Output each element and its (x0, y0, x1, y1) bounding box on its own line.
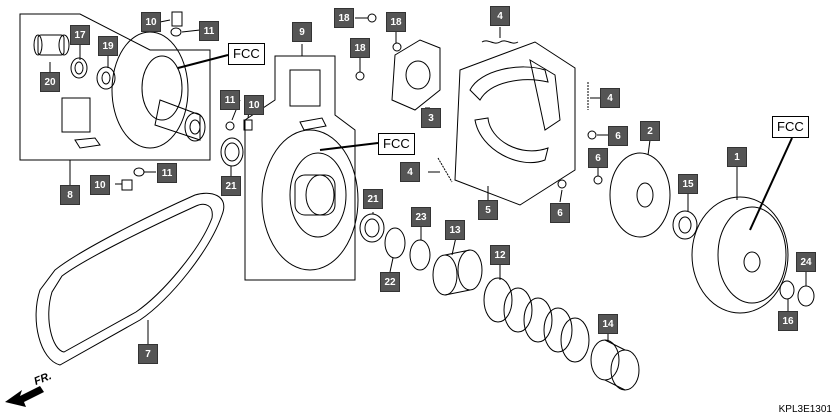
callout-6c: 6 (550, 203, 570, 223)
o-ring-right (359, 213, 385, 243)
washer-16 (779, 280, 795, 300)
callout-24: 24 (796, 252, 816, 272)
callout-15: 15 (678, 174, 698, 194)
nut-18b (392, 42, 402, 52)
callout-10a: 10 (141, 12, 161, 32)
group-outline-9 (244, 55, 356, 281)
collar-14 (590, 339, 640, 391)
nut-18a (367, 13, 377, 23)
driven-face (261, 129, 359, 271)
callout-10c: 10 (90, 175, 110, 195)
callout-22: 22 (380, 272, 400, 292)
movable-drive-face (111, 31, 206, 149)
grease-package-8 (61, 97, 91, 133)
ring-22 (384, 227, 406, 259)
callout-5: 5 (478, 200, 498, 220)
callout-13: 13 (445, 220, 465, 240)
callout-6b: 6 (588, 148, 608, 168)
o-ring-left (220, 137, 244, 167)
ball-bearing (96, 66, 116, 90)
drive-belt (35, 192, 225, 366)
callout-8: 8 (60, 185, 80, 205)
nut-6c (557, 179, 567, 189)
ring-23 (409, 239, 431, 271)
callout-6a: 6 (608, 126, 628, 146)
callout-11a: 11 (199, 21, 219, 41)
callout-19: 19 (98, 36, 118, 56)
drive-plate-2 (609, 152, 671, 238)
callout-11c: 11 (157, 163, 177, 183)
callout-17: 17 (70, 25, 90, 45)
clutch-shoe-upper (469, 66, 549, 101)
callout-2: 2 (640, 121, 660, 141)
plate-3 (391, 39, 441, 111)
clutch-shoe-lower (474, 117, 549, 164)
front-direction-arrow (5, 386, 44, 407)
callout-14: 14 (598, 314, 618, 334)
fcc-label-outer: FCC (772, 116, 809, 138)
callout-10b: 10 (244, 95, 264, 115)
callout-4c: 4 (400, 162, 420, 182)
callout-18b: 18 (386, 12, 406, 32)
nut-24 (797, 285, 815, 307)
callout-21b: 21 (363, 189, 383, 209)
nut-15 (672, 210, 698, 240)
fcc-label-drive: FCC (228, 43, 265, 65)
callout-18a: 18 (334, 8, 354, 28)
spring-4-top (481, 40, 519, 44)
fcc-label-driven: FCC (378, 133, 415, 155)
driven-spring-12 (483, 277, 590, 363)
callout-21a: 21 (221, 176, 241, 196)
callout-23: 23 (411, 207, 431, 227)
callout-1: 1 (727, 147, 747, 167)
diagram-code: KPL3E1301 (778, 404, 832, 415)
nut-6b (593, 175, 603, 185)
oil-seal (70, 57, 88, 79)
callout-16: 16 (778, 311, 798, 331)
callout-7: 7 (138, 344, 158, 364)
group-outline-5 (454, 41, 576, 206)
bolt-top (171, 11, 183, 27)
callout-11b: 11 (220, 90, 240, 110)
callout-20: 20 (40, 72, 60, 92)
callout-3: 3 (421, 108, 441, 128)
callout-4a: 4 (490, 6, 510, 26)
callout-12: 12 (490, 245, 510, 265)
clutch-outer-1 (691, 196, 789, 314)
grease-package-9 (289, 69, 321, 107)
nut-6a (587, 130, 597, 140)
callout-9: 9 (292, 22, 312, 42)
collar-13 (432, 249, 483, 296)
spring-4-mid (437, 157, 453, 183)
needle-bearing (33, 34, 70, 56)
callout-4b: 4 (600, 88, 620, 108)
group-outline-8 (19, 13, 211, 161)
nut-18c (355, 71, 365, 81)
callout-18c: 18 (350, 38, 370, 58)
